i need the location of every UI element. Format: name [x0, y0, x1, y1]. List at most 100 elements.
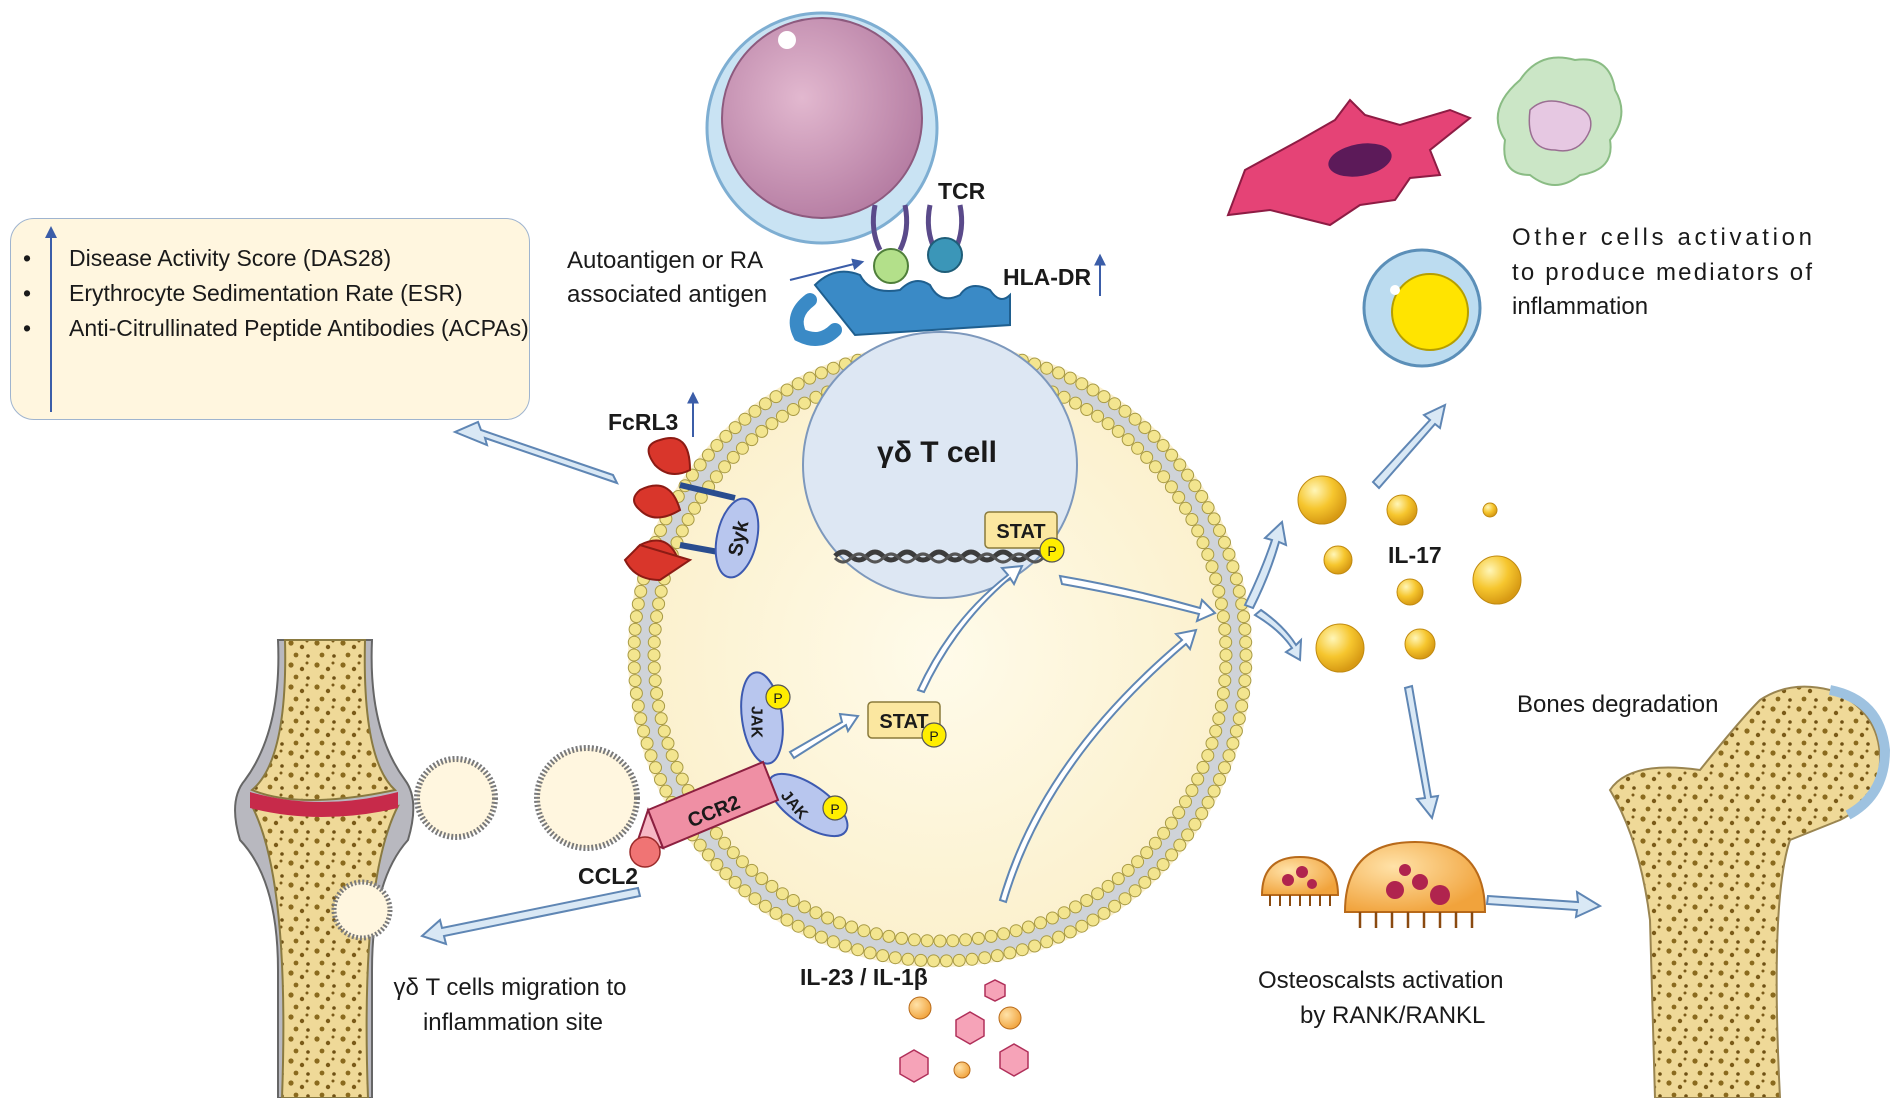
membrane-lipid-head: [1097, 390, 1111, 404]
membrane-lipid-head: [933, 934, 947, 948]
membrane-lipid-head: [1219, 661, 1233, 675]
membrane-lipid-head: [1003, 946, 1017, 960]
membrane-lipid-head: [1232, 712, 1246, 726]
membrane-lipid-head: [833, 916, 846, 930]
osteoclast-large: [1343, 840, 1487, 928]
membrane-lipid-head: [659, 784, 673, 798]
membrane-lipid-head: [1108, 397, 1122, 411]
jak-kinase-1: P: [740, 671, 791, 765]
membrane-lipid-head: [670, 760, 684, 774]
autoantigen-label-line1: Autoantigen or RA: [567, 247, 763, 274]
other-cells-line3: inflammation: [1512, 293, 1648, 320]
membrane-lipid-head: [719, 867, 733, 881]
membrane-lipid-head: [1097, 906, 1111, 920]
membrane-lipid-head: [1148, 836, 1162, 850]
membrane-lipid-head: [675, 772, 689, 786]
membrane-lipid-head: [1156, 858, 1170, 871]
membrane-lipid-head: [895, 931, 909, 945]
membrane-lipid-head: [952, 953, 966, 967]
membrane-lipid-head: [1226, 560, 1240, 574]
membrane-lipid-head: [1222, 749, 1236, 763]
membrane-lipid-head: [1188, 817, 1202, 831]
jak1-label: JAK: [748, 706, 765, 738]
membrane-lipid-head: [650, 686, 664, 700]
membrane-lipid-head: [1195, 490, 1209, 503]
marker-item-acpa: Anti-Citrullinated Peptide Antibodies (A…: [23, 311, 529, 346]
clinical-markers-box: Disease Activity Score (DAS28) Erythrocy…: [10, 218, 530, 420]
membrane-lipid-head: [1091, 887, 1105, 901]
membrane-lipid-head: [1173, 458, 1187, 472]
stat-cytoplasm-box: [867, 701, 941, 739]
membrane-lipid-head: [1232, 584, 1246, 598]
secretion-arrows: [1243, 519, 1303, 662]
membrane-lipid-head: [1201, 749, 1215, 762]
autoantigen-particle: [873, 248, 909, 284]
membrane-lipid-head: [1213, 773, 1226, 786]
membrane-lipid-head: [1213, 524, 1226, 537]
membrane-lipid-head: [648, 674, 662, 688]
phospho-cytoplasm-label: P: [929, 728, 938, 744]
membrane-lipid-head: [644, 749, 658, 763]
membrane-lipid-head: [748, 404, 762, 418]
membrane-lipid-head: [755, 872, 769, 886]
dna-strand-2: [833, 552, 1061, 564]
membrane-lipid-head: [1214, 597, 1228, 611]
membrane-lipid-head: [650, 610, 664, 624]
membrane-lipid-head: [634, 584, 648, 598]
membrane-lipid-head: [1131, 855, 1145, 869]
membrane-lipid-head: [888, 951, 902, 965]
membrane-lipid-head: [1118, 892, 1132, 906]
other-cells-line1: Other cells activation: [1512, 224, 1812, 251]
tcr-label: TCR: [938, 178, 986, 204]
membrane-lipid-head: [1201, 501, 1215, 515]
membrane-lipid-head: [1069, 900, 1082, 914]
membrane-lipid-head: [1238, 674, 1252, 688]
migrating-t-cells: [331, 745, 640, 941]
clinical-markers-list: Disease Activity Score (DAS28) Erythrocy…: [11, 241, 529, 346]
membrane-lipid-head: [728, 421, 742, 435]
membrane-lipid-head: [654, 584, 668, 598]
membrane-lipid-head: [814, 930, 828, 944]
phospho-cytoplasm: [921, 722, 947, 748]
membrane-lipid-head: [1201, 795, 1215, 809]
membrane-lipid-head: [1080, 894, 1094, 907]
osteoclast-label-line1: Osteoscalsts activation: [1258, 967, 1503, 994]
membrane-lipid-head: [984, 929, 998, 943]
membrane-lipid-head: [1185, 513, 1199, 526]
intracellular-arrows: [788, 564, 1217, 904]
osteoclast-small: [1260, 855, 1340, 906]
membrane-lipid-head: [1021, 920, 1035, 934]
membrane-lipid-head: [654, 712, 668, 726]
membrane-lipid-head: [809, 906, 823, 920]
membrane-lipid-head: [665, 749, 679, 762]
arrow-il17-down: [1403, 684, 1440, 821]
membrane-lipid-head: [876, 949, 890, 963]
membrane-lipid-head: [647, 648, 661, 662]
jak2-phospho-label: P: [830, 801, 839, 817]
membrane-lipid-head: [627, 648, 641, 662]
membrane-lipid-head: [1147, 429, 1161, 443]
membrane-lipid-head: [1239, 635, 1253, 649]
autoantigen-pointer: [789, 258, 865, 281]
phospho-nucleus: [1039, 537, 1065, 563]
membrane-lipid-head: [1063, 371, 1077, 385]
membrane-lipid-head: [765, 417, 779, 431]
membrane-lipid-head: [857, 924, 871, 938]
membrane-lipid-head: [780, 913, 794, 927]
autoantigen-label-line2: associated antigen: [567, 281, 767, 308]
membrane-lipid-head: [780, 383, 794, 397]
membrane-lipid-head: [1034, 916, 1047, 930]
bones-degradation-label: Bones degradation: [1517, 691, 1719, 718]
membrane-lipid-head: [718, 836, 732, 850]
membrane-lipid-head: [971, 931, 985, 945]
membrane-lipid-head: [1057, 906, 1071, 920]
membrane-lipid-head: [1165, 848, 1179, 862]
membrane-lipid-head: [775, 887, 789, 901]
membrane-lipid-head: [1131, 441, 1145, 455]
markers-increase-arrow: [45, 226, 57, 412]
membrane-lipid-head: [637, 724, 651, 738]
femur-bone: [1608, 685, 1890, 1098]
antigen-presenting-cell: [705, 11, 939, 245]
arrow-osteoclast-to-bone: [1485, 890, 1603, 919]
marker-item-esr: Erythrocyte Sedimentation Rate (ESR): [23, 276, 529, 311]
